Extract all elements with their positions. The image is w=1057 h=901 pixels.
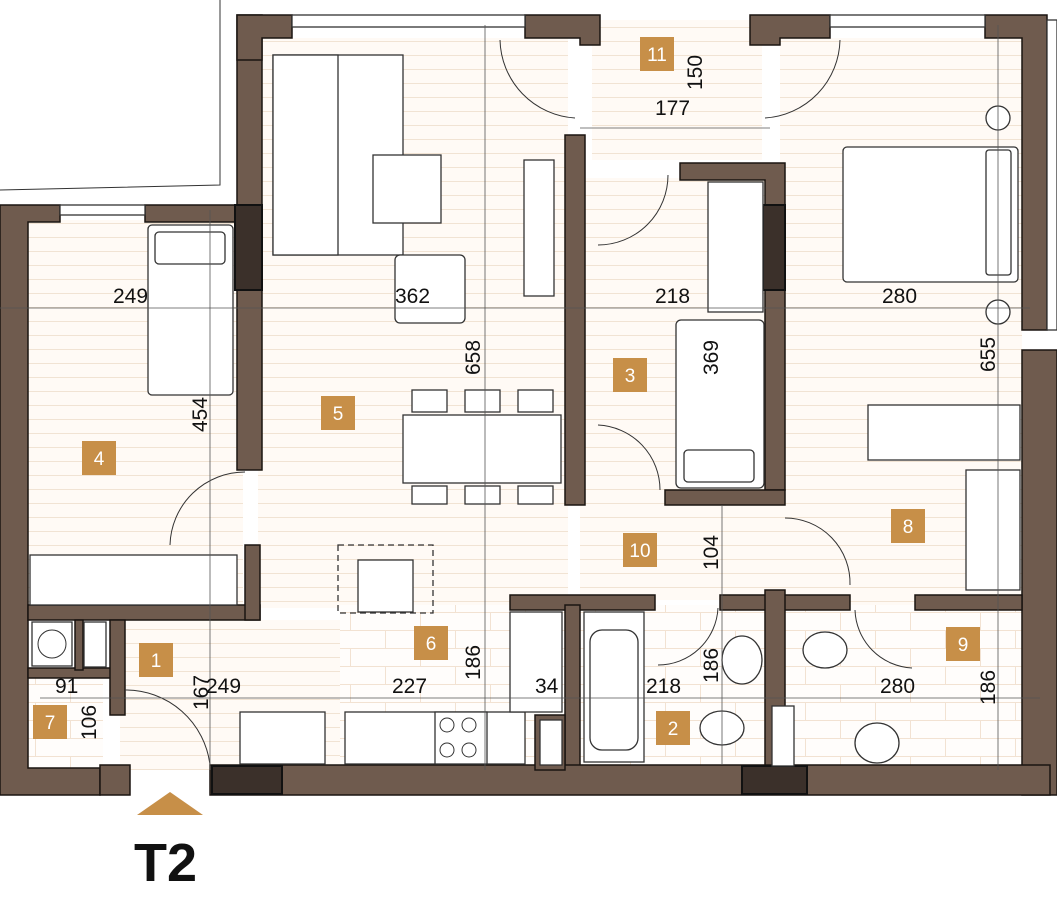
- entrance-arrow-icon: [137, 792, 203, 815]
- dim-niche-width: 34: [535, 675, 559, 698]
- dim-bath-depth: 186: [700, 648, 723, 683]
- room-label-5: 5: [321, 396, 355, 430]
- dim-room4-width: 249: [113, 285, 148, 308]
- dim-room4-depth: 454: [189, 397, 212, 432]
- room-label-3: 3: [613, 358, 647, 392]
- furniture: [29, 54, 1021, 767]
- walls: [0, 14, 1057, 796]
- dim-room3-width: 218: [655, 285, 690, 308]
- svg-text:1: 1: [151, 651, 162, 672]
- dim-balcony-depth: 150: [684, 55, 707, 90]
- dim-room1-depth: 167: [190, 675, 213, 710]
- svg-text:5: 5: [333, 404, 344, 425]
- room-label-7: 7: [33, 705, 67, 739]
- room-label-8: 8: [891, 509, 925, 543]
- doors: [124, 39, 913, 766]
- dim-kitchen-width: 227: [392, 675, 427, 698]
- room-label-4: 4: [82, 441, 116, 475]
- svg-text:6: 6: [426, 634, 437, 655]
- room-label-1: 1: [139, 643, 173, 677]
- room-label-9: 9: [946, 627, 980, 661]
- dim-room5-width: 362: [395, 285, 430, 308]
- dimension-lines: [0, 25, 1040, 770]
- svg-text:10: 10: [629, 541, 650, 562]
- dim-room7-width: 91: [55, 675, 78, 698]
- window-blocks: [211, 204, 808, 795]
- dim-balcony-width: 177: [655, 97, 690, 120]
- svg-text:3: 3: [625, 366, 636, 387]
- dim-kitchen-depth: 186: [462, 645, 485, 680]
- dimension-labels: 177 150 249 362 658 218 280 655 454 369 …: [55, 55, 1000, 740]
- dim-room8-width: 280: [882, 285, 917, 308]
- dim-room7-depth: 106: [78, 705, 101, 740]
- svg-text:9: 9: [958, 635, 969, 656]
- dim-wc-width: 280: [880, 675, 915, 698]
- room-label-6: 6: [414, 626, 448, 660]
- dim-room5-depth: 658: [462, 340, 485, 375]
- dim-room8-depth: 655: [977, 337, 1000, 372]
- unit-title: T2: [134, 833, 198, 893]
- dim-room3-depth: 369: [700, 340, 723, 375]
- room-label-10: 10: [623, 533, 657, 567]
- room-label-11: 11: [640, 37, 674, 71]
- svg-text:2: 2: [668, 719, 679, 740]
- room-label-2: 2: [656, 711, 690, 745]
- svg-text:11: 11: [647, 45, 667, 66]
- svg-text:8: 8: [903, 517, 914, 538]
- svg-text:4: 4: [94, 449, 105, 470]
- svg-text:7: 7: [45, 713, 56, 734]
- dim-wc-depth: 186: [977, 670, 1000, 705]
- dim-hall-depth: 104: [700, 535, 723, 570]
- dim-room1-width: 249: [206, 675, 241, 698]
- room-labels: 1 2 3 4 5 6 7 8 9 10 11: [33, 37, 980, 745]
- dim-bath-width: 218: [646, 675, 681, 698]
- windows: [0, 0, 1057, 331]
